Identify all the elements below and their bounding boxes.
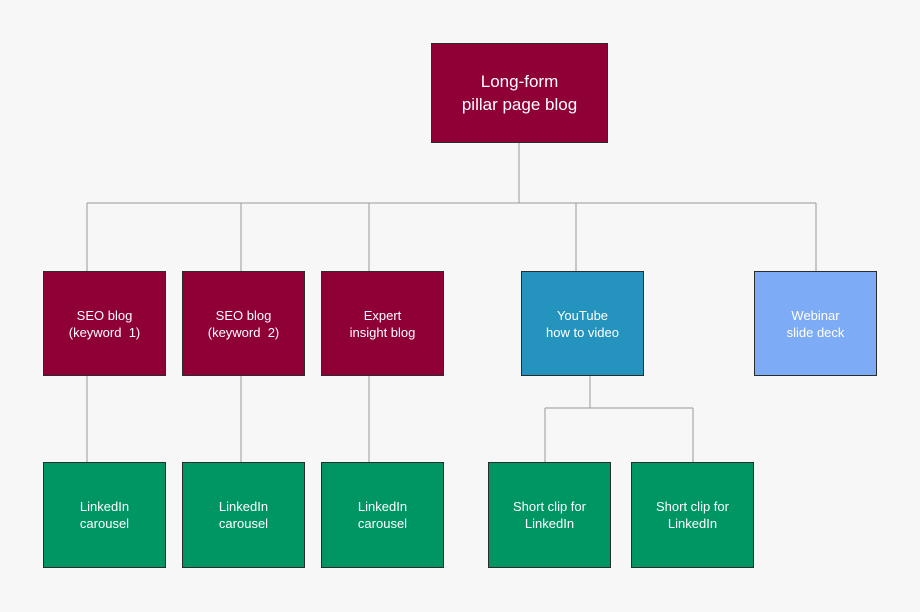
- expert-insight-blog-label: Expert insight blog: [350, 307, 416, 341]
- root-connector: [87, 143, 816, 204]
- node-label-line: Expert: [363, 307, 402, 323]
- webinar-slide-deck-label: Webinar slide deck: [787, 307, 845, 341]
- node-label-line: Webinar: [791, 307, 840, 323]
- node-label-line: LinkedIn: [667, 516, 718, 531]
- node-label-line: how to video: [546, 324, 619, 340]
- node-label-line: insight blog: [349, 324, 416, 340]
- seo-blog-keyword-2-label: SEO blog (keyword 2): [208, 307, 280, 341]
- node-label-line: LinkedIn: [218, 499, 269, 514]
- linkedin-carousel-node-1: LinkedIn carousel: [43, 462, 166, 568]
- short-clip-linkedin-node-2: Short clip for LinkedIn: [631, 462, 754, 568]
- seo-blog-keyword-1-node: SEO blog (keyword 1): [43, 271, 166, 376]
- linkedin-carousel-label: LinkedIn carousel: [219, 498, 268, 532]
- connector-youtube-clips: [544, 376, 694, 462]
- seo-blog-keyword-2-node: SEO blog (keyword 2): [182, 271, 305, 376]
- node-label-line: slide deck: [786, 324, 845, 340]
- node-label-line: (keyword 2): [207, 324, 280, 340]
- node-label-line: pillar page blog: [461, 95, 578, 114]
- youtube-how-to-video-node: YouTube how to video: [521, 271, 644, 376]
- node-label-line: Short clip for: [513, 499, 586, 514]
- node-label-line: YouTube: [556, 307, 609, 323]
- pillar-page-blog-node: Long-form pillar page blog: [431, 43, 608, 143]
- node-label-line: (keyword 1): [68, 324, 141, 340]
- node-label-line: carousel: [357, 516, 408, 531]
- node-label-line: carousel: [79, 516, 130, 531]
- linkedin-carousel-node-2: LinkedIn carousel: [182, 462, 305, 568]
- short-clip-linkedin-label: Short clip for LinkedIn: [513, 498, 586, 532]
- node-label-line: LinkedIn: [79, 499, 130, 514]
- linkedin-carousel-label: LinkedIn carousel: [80, 498, 129, 532]
- pillar-page-blog-label: Long-form pillar page blog: [462, 70, 577, 116]
- node-label-line: SEO blog: [76, 307, 133, 323]
- node-label-line: carousel: [218, 516, 269, 531]
- node-label-line: SEO blog: [215, 307, 272, 323]
- short-clip-linkedin-node-1: Short clip for LinkedIn: [488, 462, 611, 568]
- webinar-slide-deck-node: Webinar slide deck: [754, 271, 877, 376]
- expert-insight-blog-node: Expert insight blog: [321, 271, 444, 376]
- linkedin-carousel-label: LinkedIn carousel: [358, 498, 407, 532]
- node-label-line: LinkedIn: [524, 516, 575, 531]
- node-label-line: Short clip for: [656, 499, 729, 514]
- seo-blog-keyword-1-label: SEO blog (keyword 1): [69, 307, 141, 341]
- node-label-line: LinkedIn: [357, 499, 408, 514]
- short-clip-linkedin-label: Short clip for LinkedIn: [656, 498, 729, 532]
- youtube-how-to-video-label: YouTube how to video: [546, 307, 619, 341]
- node-label-line: Long-form: [480, 72, 559, 91]
- linkedin-carousel-node-3: LinkedIn carousel: [321, 462, 444, 568]
